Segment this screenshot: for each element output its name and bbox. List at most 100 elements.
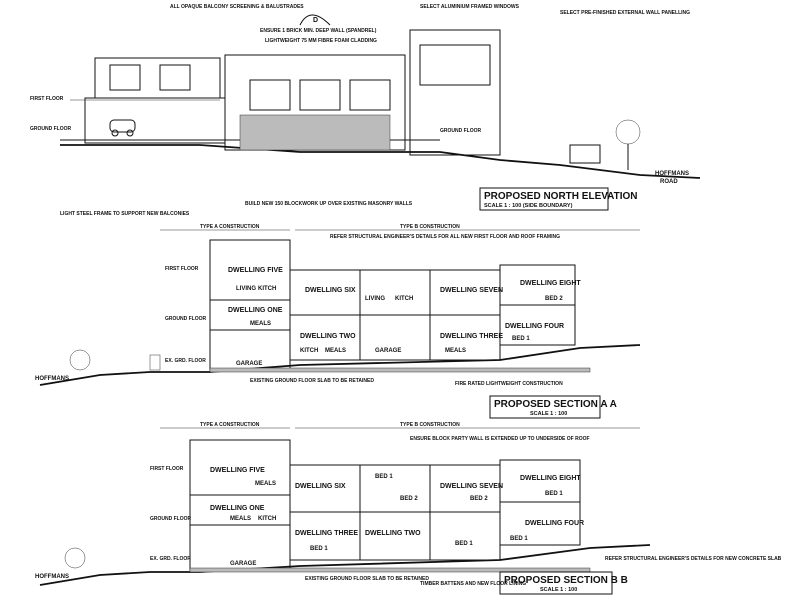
drawing-linework [159,64,191,91]
drawing-label: HOFFMANS [655,171,689,177]
drawing-linework [299,14,331,26]
drawing-label: REFER STRUCTURAL ENGINEER'S DETAILS FOR … [330,234,560,240]
drawing-label: KITCH [395,296,413,302]
drawing-label: KITCH [300,348,318,354]
drawing-label: DWELLING THREE [295,530,358,537]
drawing-label: SCALE 1 : 100 [540,587,577,593]
drawing-label: DWELLING SEVEN [440,483,503,490]
drawing-label: SELECT PRE-FINISHED EXTERNAL WALL PANELL… [560,10,690,16]
drawing-label: SELECT ALUMINIUM FRAMED WINDOWS [420,4,520,10]
drawing-label: LIGHT STEEL FRAME TO SUPPORT NEW BALCONI… [60,211,190,217]
drawing-label: TYPE A CONSTRUCTION [200,224,260,230]
drawing-linework [84,97,226,144]
drawing-linework [419,44,491,86]
drawing-label: DWELLING SIX [295,483,346,490]
drawing-label: ENSURE BLOCK PARTY WALL IS EXTENDED UP T… [410,436,590,442]
drawing-linework [249,79,291,111]
drawing-label: LIVING [365,296,385,302]
drawing-label: DWELLING ONE [210,505,265,512]
drawing-label: BED 1 [510,536,528,542]
drawing-label: GROUND FLOOR [440,128,481,134]
drawing-label: LIGHTWEIGHT 75 MM FIBRE FOAM CLADDING [265,38,377,44]
section-b-title-box [499,571,613,595]
drawing-label: DWELLING FOUR [505,323,564,330]
tree-icon [69,349,91,371]
drawing-linework [149,354,161,371]
drawing-label: REFER STRUCTURAL ENGINEER'S DETAILS FOR … [605,556,782,562]
drawing-label: BED 1 [455,541,473,547]
tree-icon [64,547,86,569]
drawing-label: DWELLING ONE [228,307,283,314]
drawing-label: FIRST FLOOR [165,266,199,272]
drawing-label: TYPE B CONSTRUCTION [400,422,460,428]
drawing-linework [239,114,391,151]
drawing-label: EXISTING GROUND FLOOR SLAB TO BE RETAINE… [305,576,429,582]
drawing-label: MEALS [255,481,276,487]
drawing-label: BED 1 [310,546,328,552]
drawing-linework [209,367,591,373]
drawing-label: GROUND FLOOR [150,516,191,522]
drawing-label: DWELLING EIGHT [520,475,581,482]
drawing-label: BED 2 [545,296,563,302]
drawing-label: BED 2 [400,496,418,502]
drawing-label: BED 1 [545,491,563,497]
drawing-label: DWELLING EIGHT [520,280,581,287]
drawing-label: FIRST FLOOR [150,466,184,472]
drawing-label: GROUND FLOOR [30,126,71,132]
drawing-label: KITCH [258,286,276,292]
drawing-label: BED 2 [470,496,488,502]
drawing-label: PROPOSED NORTH ELEVATION [484,191,638,202]
drawing-label: MEALS [325,348,346,354]
drawing-label: DWELLING THREE [440,333,503,340]
drawing-label: FIRST FLOOR [30,96,64,102]
drawing-label: BED 1 [512,336,530,342]
drawing-label: SCALE 1 : 100 (SIDE BOUNDARY) [484,203,573,209]
drawing-label: ALL OPAQUE BALCONY SCREENING & BALUSTRAD… [170,4,304,10]
drawing-label: DWELLING FIVE [210,467,265,474]
drawing-label: DWELLING SIX [305,287,356,294]
drawing-label: BED 1 [375,474,393,480]
drawing-label: DWELLING FIVE [228,267,283,274]
car-icon [109,119,136,133]
drawing-label: DWELLING FOUR [525,520,584,527]
section-b-b: TYPE A CONSTRUCTION TYPE B CONSTRUCTION … [35,422,782,595]
drawing-linework [189,567,591,573]
drawing-label: EX. GRD. FLOOR [150,556,191,562]
drawing-label: EX. GRD. FLOOR [165,358,206,364]
drawing-label: HOFFMANS [35,376,69,382]
drawing-label: KITCH [258,516,276,522]
drawing-linework [299,79,341,111]
drawing-linework [94,57,221,99]
drawing-label: D [313,17,318,24]
drawing-linework [209,239,291,371]
drawing-label: DWELLING TWO [300,333,356,340]
drawing-label: DWELLING SEVEN [440,287,503,294]
drawing-label: PROPOSED SECTION A A [494,399,617,410]
drawing-label: ENSURE 1 BRICK MIN. DEEP WALL (SPANDREL) [260,28,377,34]
drawing-linework [111,129,119,137]
drawing-linework [126,129,134,137]
drawing-label: GARAGE [230,561,256,567]
drawing-label: MEALS [445,348,466,354]
drawing-label: TYPE A CONSTRUCTION [200,422,260,428]
drawing-label: MEALS [250,321,271,327]
drawing-linework [569,144,601,164]
drawing-label: TIMBER BATTENS AND NEW FLOOR LINING [420,581,526,587]
drawing-label: FIRE RATED LIGHTWEIGHT CONSTRUCTION [455,381,563,387]
drawing-linework [109,64,141,91]
drawing-label: MEALS [230,516,251,522]
drawing-linework [409,29,501,156]
drawing-label: GARAGE [375,348,401,354]
section-a-title-box [489,395,601,419]
drawing-label: TYPE B CONSTRUCTION [400,224,460,230]
drawing-linework [60,144,701,179]
drawing-label: SCALE 1 : 100 [530,411,567,417]
drawing-linework [349,79,391,111]
section-a-a: TYPE A CONSTRUCTION TYPE B CONSTRUCTION … [35,201,641,419]
drawing-label: HOFFMANS [35,574,69,580]
drawing-label: GROUND FLOOR [165,316,206,322]
north-elevation: D ALL OPAQUE BALCONY SCREENING & BALUSTR… [30,4,701,211]
drawing-label: LIVING [236,286,256,292]
drawing-label: ROAD [660,179,678,185]
